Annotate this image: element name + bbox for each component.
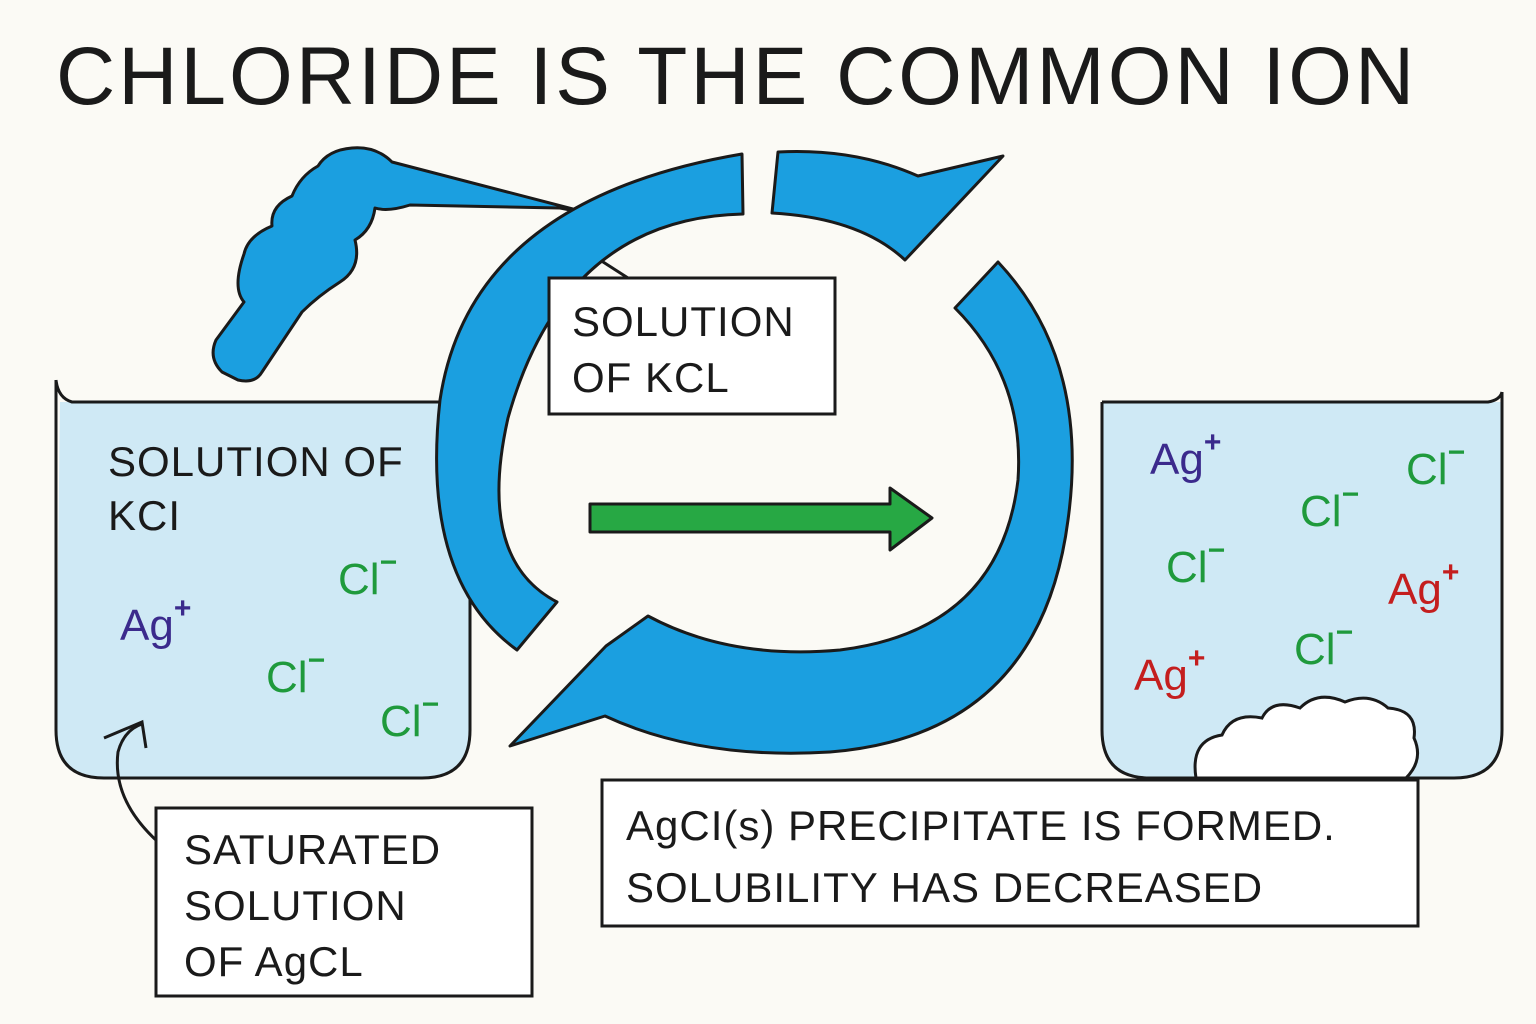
cl-ion: Cl− xyxy=(380,688,439,746)
cl-ion: Cl− xyxy=(338,546,397,604)
ag-ion: Ag+ xyxy=(1134,642,1205,700)
left-ions: Ag+ Cl− Cl− Cl− xyxy=(120,546,439,746)
right-ions: Ag+ Cl− Cl− Cl− Ag+ Cl− Ag+ xyxy=(1134,426,1465,700)
precipitate-blob xyxy=(1193,695,1420,780)
left-beaker-label-line2: KCI xyxy=(108,492,181,539)
ag-ion: Ag+ xyxy=(1150,426,1221,484)
kcl-label-box: SOLUTION OF KCL xyxy=(547,276,837,416)
kcl-box-line1: SOLUTION xyxy=(572,298,795,345)
result-line1: AgCI(s) PRECIPITATE IS FORMED. xyxy=(626,802,1336,849)
left-beaker-label-line1: SOLUTION OF xyxy=(108,438,404,485)
cl-ion: Cl− xyxy=(266,644,325,702)
title: CHLORIDE IS THE COMMON ION xyxy=(56,31,1417,122)
dropper-icon xyxy=(211,146,629,383)
cl-ion: Cl− xyxy=(1406,436,1465,494)
result-line2: SOLUBILITY HAS DECREASED xyxy=(626,864,1263,911)
saturated-label-box: SATURATED SOLUTION OF AgCL xyxy=(154,806,534,998)
left-beaker xyxy=(54,379,472,780)
ag-ion: Ag+ xyxy=(1388,556,1459,614)
pointer-arrow xyxy=(103,719,160,844)
saturated-line3: OF AgCL xyxy=(184,938,364,985)
saturated-line2: SOLUTION xyxy=(184,882,407,929)
cl-ion: Cl− xyxy=(1300,478,1359,536)
forward-arrow xyxy=(588,486,934,552)
cl-ion: Cl− xyxy=(1166,534,1225,592)
ag-ion: Ag+ xyxy=(120,592,191,650)
cl-ion: Cl− xyxy=(1294,616,1353,674)
cycle-arrows xyxy=(435,150,1074,755)
saturated-line1: SATURATED xyxy=(184,826,441,873)
kcl-box-line2: OF KCL xyxy=(572,354,730,401)
result-label-box: AgCI(s) PRECIPITATE IS FORMED. SOLUBILIT… xyxy=(600,778,1420,928)
